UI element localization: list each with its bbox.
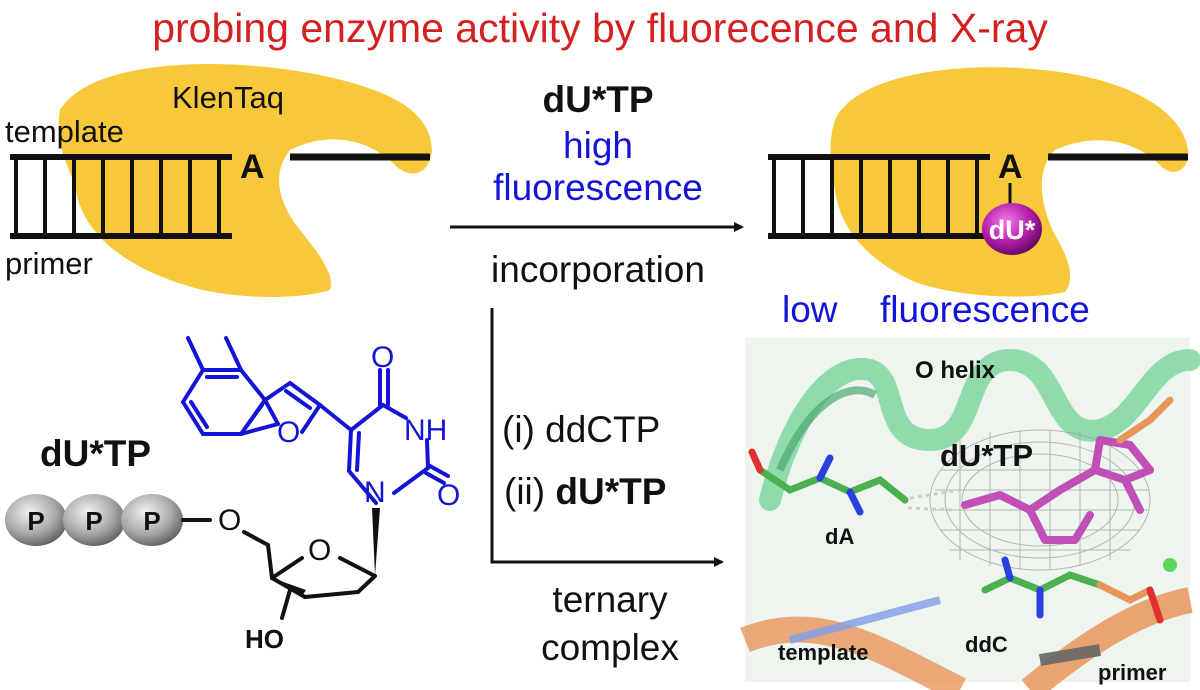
atom-o-furan: O (277, 416, 300, 449)
atom-o-c4: O (371, 341, 394, 374)
crystal-template-label: template (778, 640, 868, 665)
top-fluorescence-label: fluorescence (493, 167, 703, 208)
low-fluorescence-label: fluorescence (880, 289, 1090, 330)
blue-ribbon (788, 596, 942, 644)
crystal-da-label: dA (825, 524, 854, 549)
top-substrate-label: dU*TP (543, 79, 654, 120)
triphosphate-chain: P P P (5, 494, 183, 546)
phosphate-1 (5, 494, 67, 546)
primer-label-left: primer (5, 246, 93, 281)
dutp-structure: dU*TP P P P O O HO (5, 336, 460, 654)
scheme-title: probing enzyme activity by fluorecence a… (152, 5, 1048, 51)
ternary-label: ternary (552, 579, 668, 620)
base-pair-rungs-right (772, 157, 979, 236)
phosphate-stick (1116, 396, 1174, 444)
h-bond-dashes (907, 488, 961, 512)
crystal-dutp-label: dU*TP (940, 438, 1033, 473)
dutp-name-label: dU*TP (40, 433, 151, 474)
klentaq-left-group: KlenTaq template primer A (5, 64, 432, 297)
wedge-bond-c1 (372, 508, 380, 576)
bottom-reaction: (i) ddCTP (ii) dU*TP ternary complex (490, 308, 724, 668)
klentaq-right-group: A dU* low fluorescence (768, 67, 1189, 330)
base-a-right: A (998, 148, 1023, 186)
primer-ribbon (1021, 587, 1193, 690)
phosphate-2 (63, 494, 125, 546)
o-helix-label: O helix (915, 357, 996, 384)
ddc-stick-model (981, 556, 1164, 624)
du-star-badge-label: dU* (989, 215, 1036, 245)
ternary-complex-arrow (490, 308, 724, 567)
du-star-badge (982, 203, 1042, 255)
crystal-primer-label: primer (1098, 660, 1167, 685)
o-helix-ribbon-shade (776, 386, 878, 472)
grey-ribbon (1039, 644, 1101, 666)
crystal-structure-panel: O helix dU*TP dA template ddC primer (740, 338, 1200, 690)
step-1-label: (i) ddCTP (502, 409, 660, 450)
top-reaction: dU*TP high fluorescence incorporation (450, 79, 744, 290)
atom-o-ring: O (308, 534, 331, 567)
atom-o-c2: O (437, 479, 460, 512)
enzyme-label: KlenTaq (172, 80, 284, 115)
atom-n: N (364, 476, 386, 509)
base-pair-rungs-left (14, 157, 221, 236)
template-ribbon (740, 616, 966, 690)
metal-ion (1163, 558, 1177, 572)
complex-label: complex (541, 627, 679, 668)
crystal-ddc-label: ddC (965, 632, 1008, 657)
wedge-bond-c4 (272, 578, 306, 596)
dutp-stick-model (961, 436, 1154, 544)
incorporation-label: incorporation (491, 249, 705, 290)
top-high-label: high (563, 125, 633, 166)
low-label: low (782, 289, 838, 330)
da-stick-model (748, 448, 909, 516)
step-2-label: (ii) dU*TP (504, 471, 666, 512)
template-label-left: template (5, 114, 124, 149)
atom-o-link: O (218, 504, 241, 537)
phosphate-3-label: P (143, 506, 160, 536)
phosphate-2-label: P (85, 506, 102, 536)
base-a-left: A (240, 148, 265, 186)
klentaq-enzyme-shape-right (830, 67, 1189, 297)
phosphate-1-label: P (27, 506, 44, 536)
atom-nh: NH (404, 414, 447, 447)
o-helix-ribbon (759, 348, 1200, 511)
sugar-bonds (181, 518, 377, 620)
phosphate-3 (121, 494, 183, 546)
benzofuran-uracil-bonds (181, 336, 450, 505)
atom-ho: HO (245, 624, 284, 654)
